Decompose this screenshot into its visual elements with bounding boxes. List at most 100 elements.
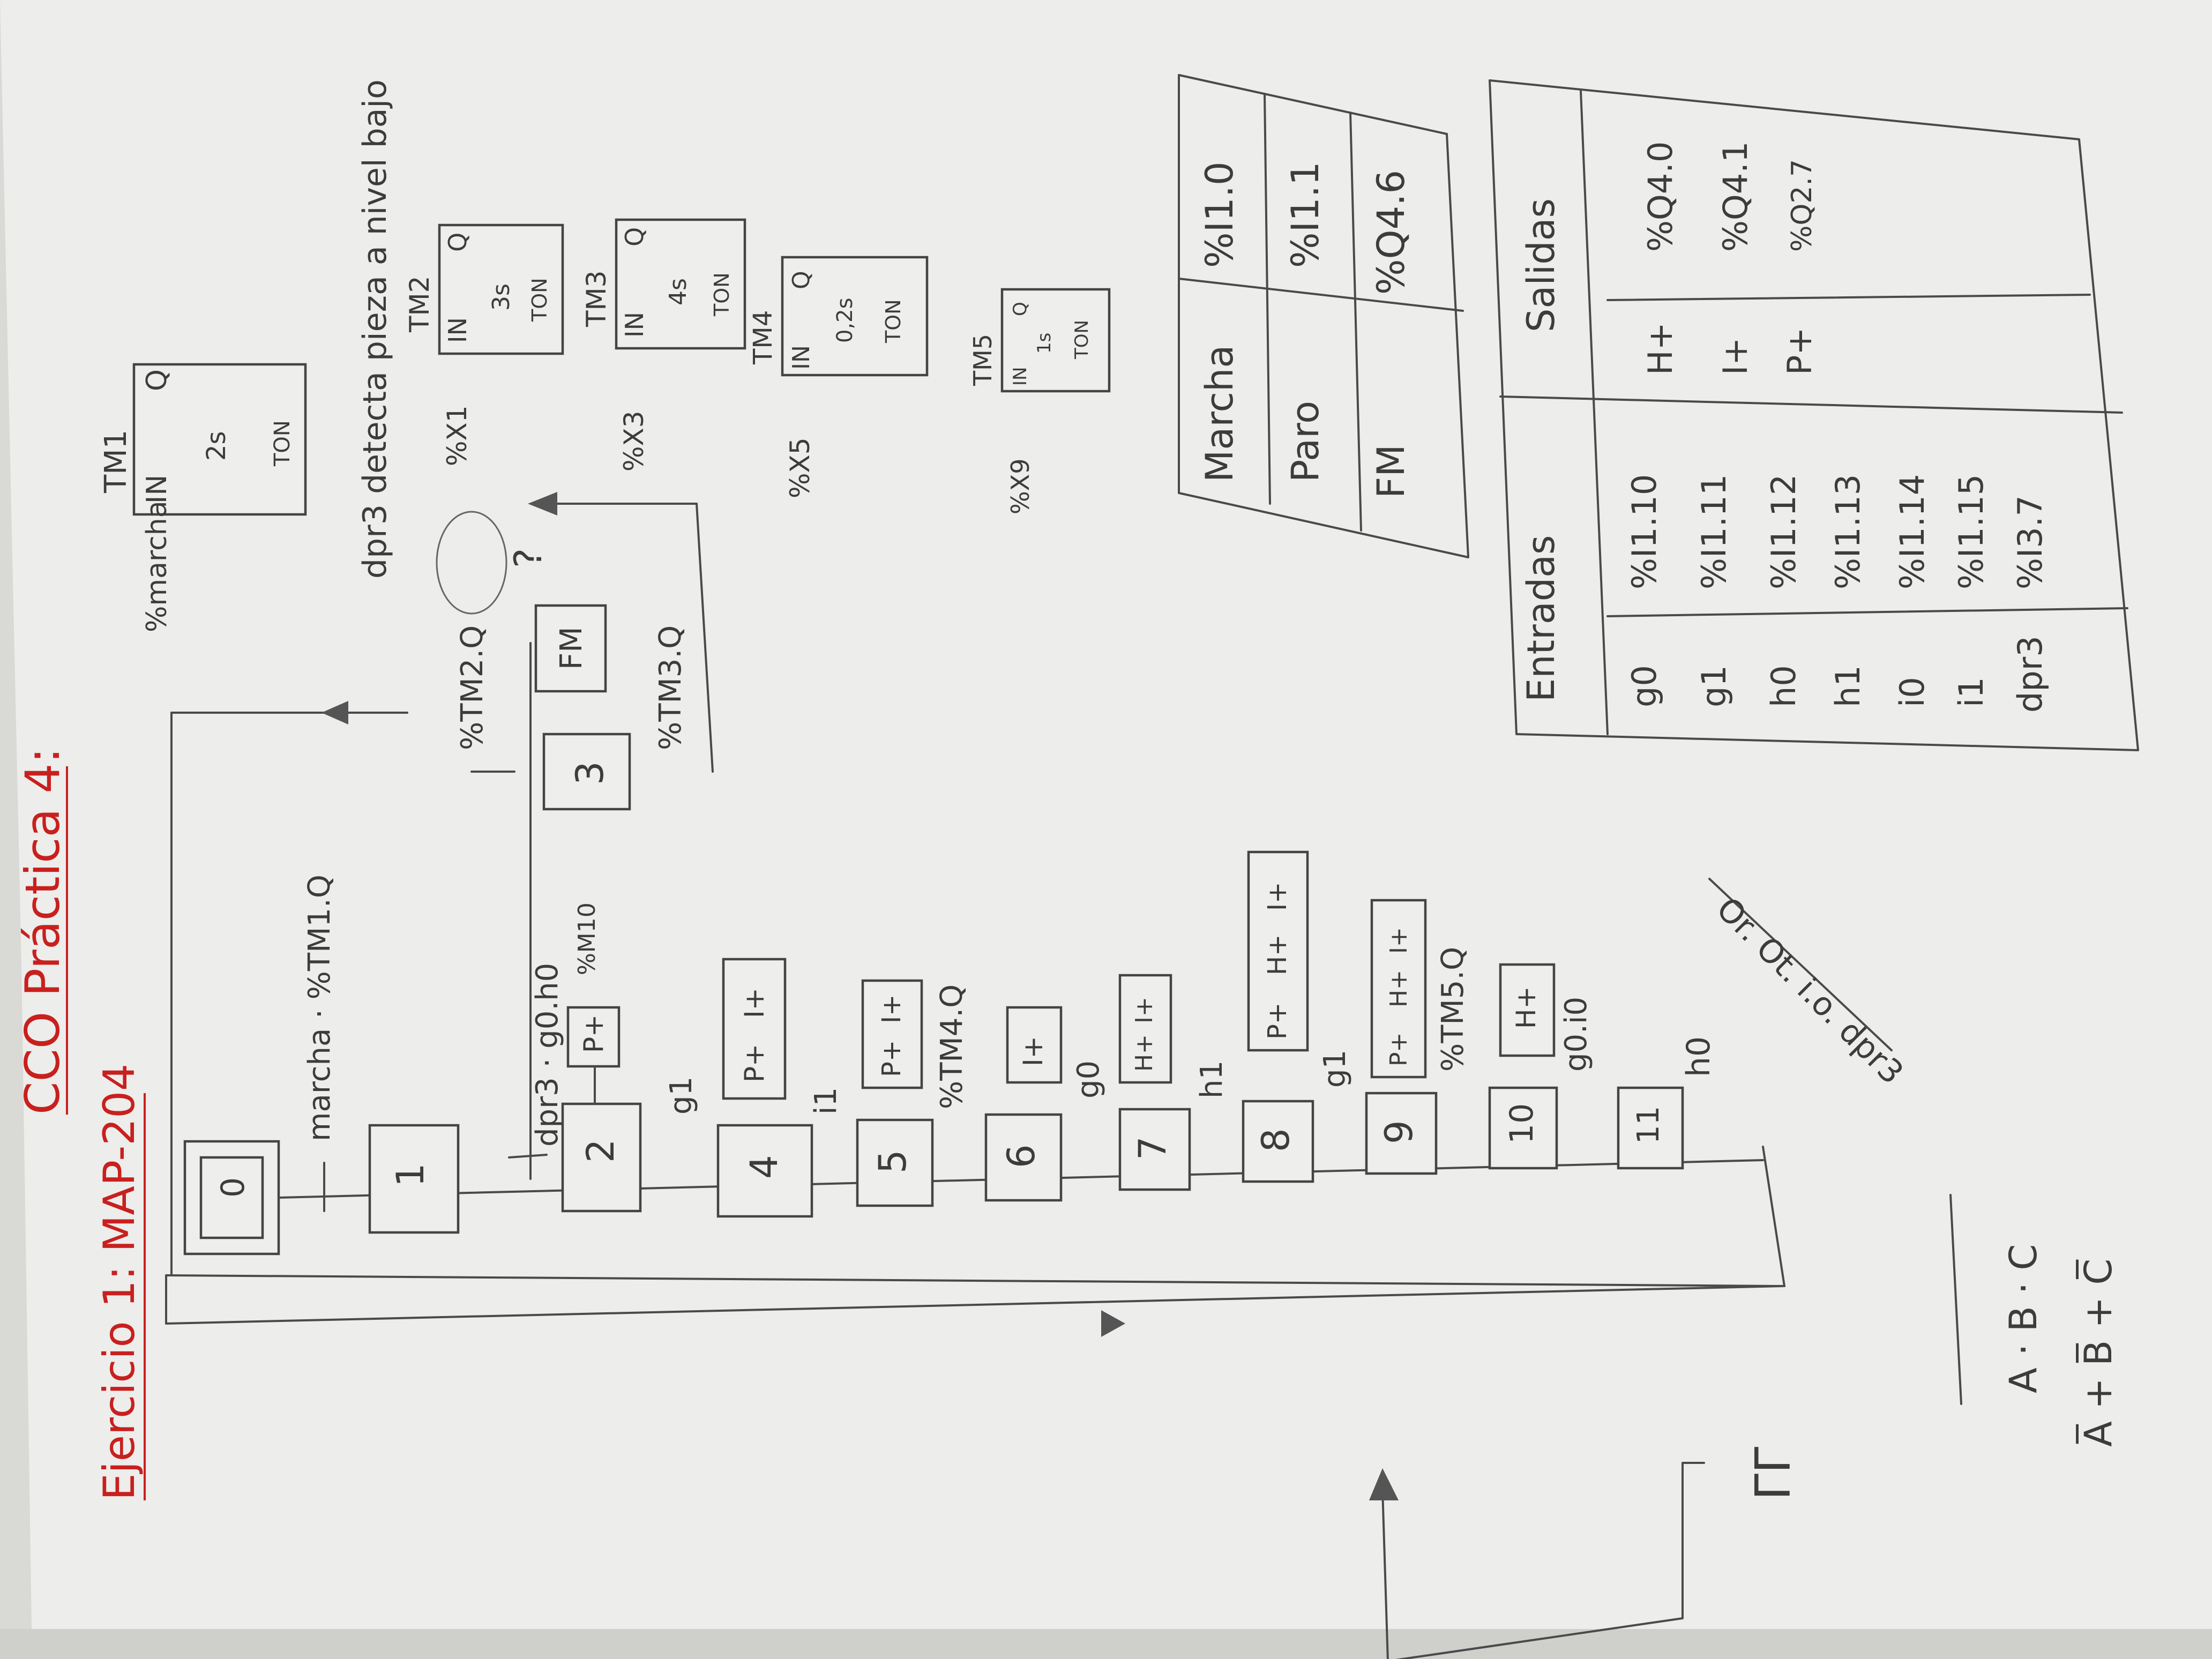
action-s2 [566, 1006, 621, 1068]
action-s9-label-c: I+ [1385, 927, 1413, 954]
transition-1-2-label: dpr3 · g0.h0 [530, 963, 565, 1147]
timer-tm3: TM3 IN Q 4s TON %X3 [581, 218, 746, 472]
step-9-label: 9 [1377, 1120, 1421, 1144]
svg-text:Q: Q [620, 227, 649, 246]
step-4 [716, 1124, 813, 1218]
svg-text:1s: 1s [1034, 333, 1055, 354]
svg-text:TON: TON [528, 278, 551, 322]
action-s2-label: P+ [578, 1014, 609, 1053]
svg-text:%I3.7: %I3.7 [2011, 495, 2050, 589]
timer-tm1: TM1 IN Q 2s TON %marcha [99, 363, 307, 632]
step-2-label: 2 [579, 1139, 623, 1163]
svg-text:h1: h1 [1828, 665, 1867, 707]
timer-tm4: TM4 IN Q 0,2s TON %X5 [748, 256, 929, 498]
action-s6 [1006, 1006, 1063, 1084]
svg-text:TON: TON [710, 272, 734, 317]
doodle-arrow [1369, 1468, 1399, 1500]
step-11-label: 11 [1631, 1106, 1666, 1144]
svg-text:%X5: %X5 [784, 437, 816, 498]
timer-tm2: TM2 IN Q 3s TON %X1 [404, 223, 564, 466]
transition-0-1-label: marcha · %TM1.Q [302, 875, 337, 1141]
step-7 [1118, 1108, 1191, 1191]
svg-text:%I1.11: %I1.11 [1694, 474, 1733, 589]
step-3-return [696, 503, 714, 773]
transition-9-10-label: %TM5.Q [1436, 947, 1470, 1072]
svg-text:%marcha: %marcha [141, 500, 173, 632]
return-loop-down [1762, 1146, 1785, 1287]
action-s8 [1247, 850, 1309, 1052]
svg-text:%X1: %X1 [442, 405, 473, 466]
svg-text:%I1.10: %I1.10 [1625, 474, 1664, 589]
transition-8-9-label: g1 [1318, 1050, 1352, 1088]
svg-text:TON: TON [270, 420, 295, 467]
action-s8-label-a: P+ [1262, 1003, 1292, 1040]
action-s9-label-a: P+ [1385, 1033, 1413, 1066]
mem-s2: %M10 [573, 902, 601, 975]
svg-text:dpr3: dpr3 [2011, 636, 2050, 713]
action-s10 [1499, 963, 1556, 1057]
svg-text:%I1.15: %I1.15 [1952, 474, 1991, 589]
transition-1-2-bar [508, 1154, 548, 1159]
step-7-label: 7 [1131, 1136, 1175, 1160]
logic-expression-b: A̅ + B̅ + C̅ [2076, 1259, 2120, 1447]
svg-text:%I1.1: %I1.1 [1283, 162, 1327, 268]
step-1-label: 1 [388, 1163, 432, 1187]
transition-3-label: %TM3.Q [653, 625, 688, 750]
svg-text:g0: g0 [1625, 665, 1664, 707]
logic-expression-a: A · B · C [2001, 1244, 2045, 1393]
action-s3 [534, 604, 607, 693]
step-1 [368, 1124, 460, 1234]
svg-text:4s: 4s [664, 278, 692, 305]
action-s10-label: H+ [1511, 987, 1542, 1029]
action-s5-label-a: P+ [877, 1040, 907, 1077]
step-11 [1617, 1086, 1684, 1170]
svg-text:i1: i1 [1952, 677, 1991, 707]
svg-text:%X3: %X3 [618, 410, 649, 472]
timer-tm5: TM5 IN Q 1s TON %X9 [968, 288, 1111, 514]
arrow-top-loop [322, 701, 348, 724]
action-s9 [1370, 899, 1427, 1079]
transition-11-0-label: h0 [1680, 1036, 1717, 1077]
step-0-label: 0 [214, 1177, 252, 1198]
step-2 [561, 1102, 642, 1213]
svg-text:0,2s: 0,2s [833, 298, 857, 343]
arrow-return-3 [528, 492, 557, 515]
svg-text:P+: P+ [1780, 327, 1819, 375]
table-io: Entradas Salidas g0 %I1.10 g1 %I1.11 h0 … [1489, 79, 2139, 751]
transition-5-6-label: %TM4.Q [935, 984, 969, 1109]
action-s7-label-b: I+ [1131, 997, 1158, 1023]
step-3 [542, 733, 631, 811]
action-s4-label-a: P+ [739, 1044, 770, 1082]
svg-text:%Q4.6: %Q4.6 [1369, 170, 1413, 295]
step-8-label: 8 [1254, 1128, 1298, 1152]
svg-text:IN: IN [141, 475, 173, 504]
logic-divider [1949, 1194, 1962, 1405]
svg-text:H+: H+ [1641, 322, 1680, 375]
svg-text:g1: g1 [1694, 665, 1733, 707]
step-5-label: 5 [871, 1149, 915, 1174]
step-4-label: 4 [742, 1155, 786, 1179]
action-s4 [722, 958, 787, 1100]
svg-text:2s: 2s [201, 431, 231, 461]
action-s8-label-b: H+ [1262, 935, 1292, 975]
action-s7-label-a: H+ [1131, 1034, 1158, 1072]
step-5 [856, 1118, 934, 1207]
svg-text:%Q2.7: %Q2.7 [1786, 159, 1818, 252]
svg-text:%I1.13: %I1.13 [1828, 474, 1867, 589]
step-10 [1488, 1086, 1558, 1170]
action-s5-label-b: I+ [877, 995, 907, 1023]
action-s9-label-b: H+ [1385, 970, 1413, 1007]
action-s8-label-c: I+ [1262, 882, 1292, 911]
svg-text:Q: Q [1010, 302, 1031, 316]
svg-text:Q: Q [141, 369, 173, 391]
svg-text:%Q4.0: %Q4.0 [1641, 141, 1680, 252]
svg-text:TM1: TM1 [99, 430, 133, 494]
step-3-label: 3 [568, 761, 612, 785]
svg-text:%I1.12: %I1.12 [1764, 474, 1803, 589]
exercise-label: Ejercicio 1: MAP-204 [94, 1064, 144, 1500]
sheet-title: CCO Práctica 4: [15, 748, 70, 1115]
step-0-inner [199, 1156, 264, 1239]
action-s6-label: I+ [1018, 1036, 1049, 1066]
